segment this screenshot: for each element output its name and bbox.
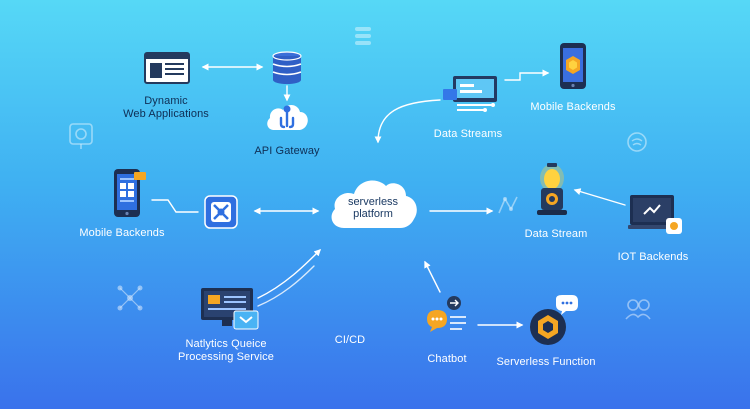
analytics-label: Natlytics Queice Processing Service — [178, 338, 274, 363]
database-icon — [271, 51, 303, 85]
platform-label: serverless platform — [347, 196, 399, 220]
people-icon — [624, 297, 652, 326]
cloud-icon — [326, 170, 420, 234]
smartphone-icon — [559, 42, 587, 90]
beacon-lamp-icon — [533, 161, 571, 219]
gateway-cloud-icon — [264, 100, 310, 134]
chatbot-label: Chatbot — [427, 353, 467, 365]
function-hexagon-icon — [526, 295, 578, 347]
link-mobileleft-connector — [151, 199, 199, 213]
analytics-monitor-icon — [200, 287, 260, 331]
serverless-function-label: Serverless Function — [496, 356, 596, 368]
link-streams-platform — [374, 99, 441, 144]
iot-backends-label: IOT Backends — [617, 251, 689, 263]
chat-icon — [626, 132, 648, 159]
link-iot-datastream — [573, 188, 626, 206]
link-chatbot-platform — [424, 260, 441, 293]
web-apps-label: Dynamic Web Applications — [123, 95, 209, 120]
molecule-icon — [496, 193, 520, 222]
link-analytics-platform-2 — [257, 265, 315, 307]
cicd-label: CI/CD — [334, 334, 366, 346]
data-stream-label: Data Stream — [524, 228, 588, 240]
mobile-backends-top-label: Mobile Backends — [530, 101, 616, 113]
link-analytics-platform-1 — [257, 249, 321, 299]
stream-monitor-icon — [441, 75, 499, 113]
smartphone-chart-icon — [112, 168, 148, 220]
mobile-backends-left-label: Mobile Backends — [79, 227, 165, 239]
api-gateway-label: API Gateway — [254, 145, 320, 157]
link-streams-mobile — [504, 69, 550, 81]
network-icon — [116, 284, 144, 317]
chat-bubble-icon — [424, 295, 470, 341]
data-streams-label: Data Streams — [433, 128, 503, 140]
browser-window-icon — [144, 52, 190, 84]
chip-connector-icon — [204, 195, 238, 229]
stack-icon — [353, 25, 373, 52]
laptop-iot-icon — [628, 194, 684, 240]
stopwatch-icon — [68, 120, 94, 155]
